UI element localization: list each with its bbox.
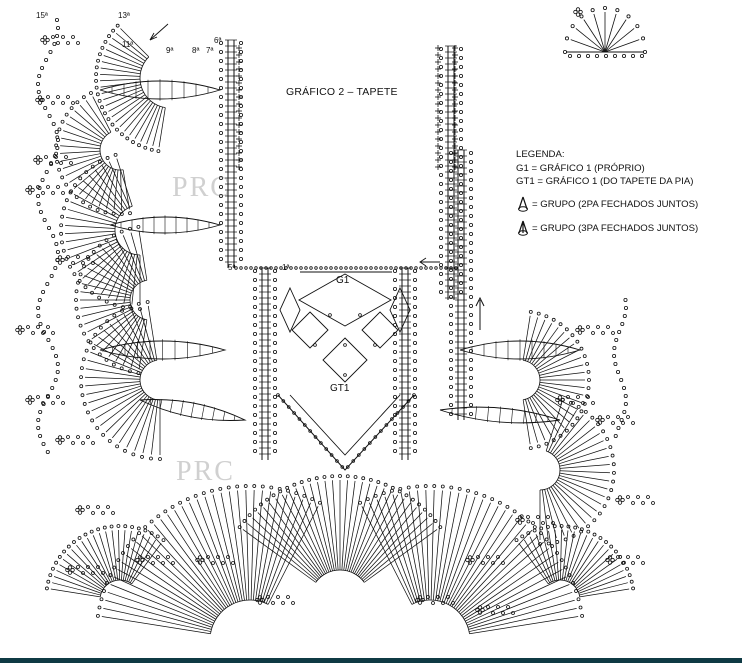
bottom-border xyxy=(0,658,742,663)
legend-group-2pa: = GRUPO (2PA FECHADOS JUNTOS) xyxy=(516,196,698,212)
row-number-13: 13ª xyxy=(118,11,130,20)
label-gt1: GT1 xyxy=(330,383,349,394)
row-number-15: 15ª xyxy=(36,11,48,20)
legend-g1: G1 = GRÁFICO 1 (PRÓPRIO) xyxy=(516,162,698,175)
row-number-6: 6ª xyxy=(214,36,221,45)
watermark-top: PRC xyxy=(172,172,231,204)
row-number-1: 1ª xyxy=(282,263,289,272)
legend: LEGENDA: G1 = GRÁFICO 1 (PRÓPRIO) GT1 = … xyxy=(516,148,698,236)
group-3pa-icon xyxy=(516,220,530,236)
row-number-7: 7ª xyxy=(206,46,213,55)
label-g1: G1 xyxy=(336,275,349,286)
legend-group-2pa-label: = GRUPO (2PA FECHADOS JUNTOS) xyxy=(532,198,698,211)
legend-group-3pa-label: = GRUPO (3PA FECHADOS JUNTOS) xyxy=(532,222,698,235)
legend-group-3pa: = GRUPO (3PA FECHADOS JUNTOS) xyxy=(516,220,698,236)
row-number-9: 9ª xyxy=(166,46,173,55)
row-number-8: 8ª xyxy=(192,46,199,55)
row-number-5: 5ª xyxy=(228,263,235,272)
watermark-bottom: PRC xyxy=(176,456,235,488)
chart-title: GRÁFICO 2 – TAPETE xyxy=(286,86,398,98)
legend-heading: LEGENDA: xyxy=(516,148,698,161)
row-number-11: 11ª xyxy=(122,40,133,49)
legend-gt1: GT1 = GRÁFICO 1 (DO TAPETE DA PIA) xyxy=(516,175,698,188)
group-2pa-icon xyxy=(516,196,530,212)
